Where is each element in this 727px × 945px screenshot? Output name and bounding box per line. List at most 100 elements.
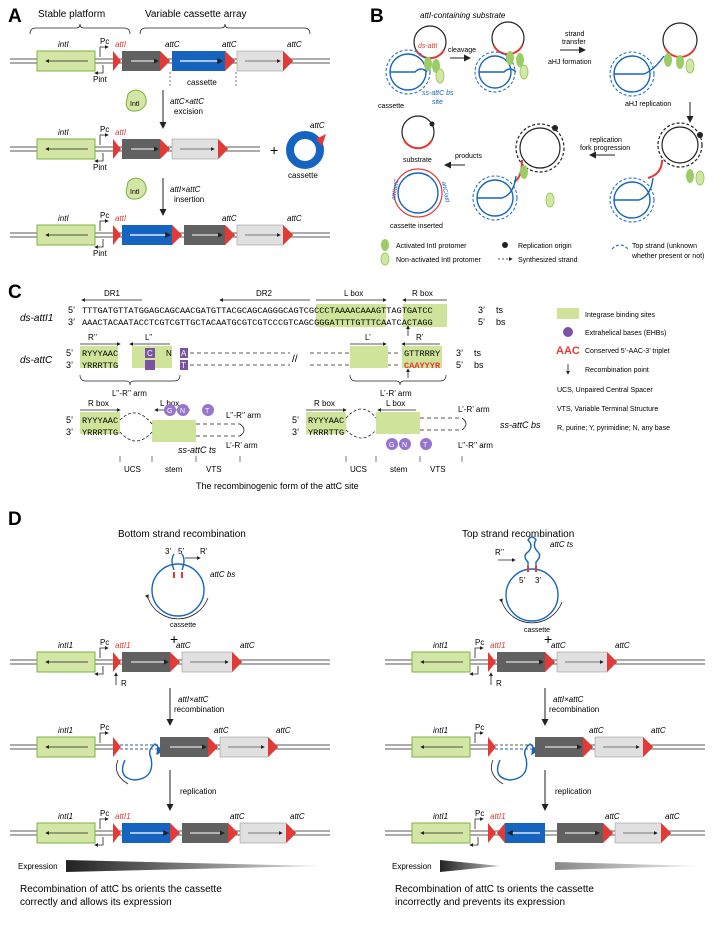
d-left-row-2: intI1 Pc attC attC: [10, 723, 330, 785]
legend-vts: VTS, Variable Terminal Structure: [557, 406, 658, 413]
d-left-recomb-2: recombination: [174, 705, 224, 714]
d-left-r-prime: R’: [200, 547, 208, 556]
d-right-recomb-2: recombination: [549, 705, 599, 714]
intI-protein-label-1: IntI: [130, 101, 140, 108]
ehb-g: G: [167, 408, 172, 415]
panel-b: B attI-containing substrate ds-attI cass…: [370, 6, 705, 266]
ehb-t-ss: T: [205, 408, 210, 415]
ucs-label-1: UCS: [124, 465, 141, 474]
intI-label: intI: [58, 40, 69, 49]
transfer-label: transfer: [562, 39, 586, 46]
ehb-t: T: [181, 361, 186, 370]
pc-label-3: Pc: [100, 211, 109, 220]
d-right-3: 3’: [535, 576, 541, 585]
ss-attC-ts: R box L box 5’ 3’ RYYYAAC YRRRTTG G N T …: [66, 399, 261, 474]
vts-label-2: VTS: [430, 465, 446, 474]
d-right-pc-2: Pc: [475, 723, 484, 732]
three-prime-3: 3’: [66, 360, 73, 370]
l-dprime-label: L’’: [145, 333, 153, 342]
attI-substrate-label: attI-containing substrate: [420, 11, 506, 20]
ehb-a: A: [181, 349, 187, 358]
cassette-label-b: cassette: [378, 103, 404, 110]
d-left-replication: replication: [180, 787, 216, 796]
ehb-n: N: [180, 408, 185, 415]
ss-bs-l-box: L box: [386, 399, 405, 408]
replication-fork-label-2: fork progression: [580, 145, 630, 152]
top-strand-title: Top strand recombination: [462, 529, 574, 540]
d-right-plus: +: [544, 631, 552, 647]
d-right-pc-3: Pc: [475, 809, 484, 818]
five-prime-4: 5’: [456, 360, 463, 370]
d-left-row-1: intI1 Pc attI1 R attC attC: [10, 638, 330, 688]
legend-rynote: R, purine; Y, pyrimidine; N, any base: [557, 425, 670, 432]
aac-symbol: AAC: [556, 345, 580, 357]
insertion-label-2: insertion: [174, 195, 204, 204]
cassette-label-circle: cassette: [288, 171, 318, 180]
ahj-formation-label: aHJ formation: [548, 59, 592, 66]
d-left-recomb-1: attI×attC: [178, 695, 209, 704]
panel-d: D Bottom strand recombination Top strand…: [8, 509, 705, 908]
d-left-pc-1: Pc: [100, 638, 109, 647]
attI-label-2: attI: [115, 128, 127, 137]
ss-attC-bs-label: ss-attC bs: [500, 420, 541, 430]
legend-synthesized: Synthesized strand: [518, 257, 578, 264]
ds-attC-label: ds-attC: [20, 355, 53, 366]
d-left-note-1: Recombination of attC bs orients the cas…: [20, 884, 222, 895]
attC-label-r3-1: attC: [222, 214, 237, 223]
five-prime-1: 5’: [68, 305, 75, 315]
panel-label-b: B: [370, 6, 384, 27]
attI-label-3: attI: [115, 214, 127, 223]
d-right-attI1-3: attI1: [490, 812, 506, 821]
ts-label-2: ts: [474, 348, 482, 358]
d-left-attC-4: attC: [276, 726, 291, 735]
l-box-highlight: [316, 304, 386, 327]
ehb-g-bs: G: [389, 442, 394, 449]
d-right-attC-6: attC: [665, 812, 680, 821]
d-right-attC-5: attC: [605, 812, 620, 821]
d-left-row-3: intI1 Pc attI1 attC attC Expression: [10, 809, 330, 872]
d-left-cassette: 3’ 5’ R’ attC bs cassette +: [145, 547, 235, 647]
d-left-expression: Expression: [18, 862, 58, 871]
attC-caption: The recombinogenic form of the attC site: [196, 481, 359, 491]
d-left-attI1-3: attI1: [115, 812, 131, 821]
ss-attC-label: ss-attC bs: [422, 90, 454, 97]
break-slash-1: //: [292, 354, 298, 365]
three-prime-6: 3’: [292, 427, 299, 437]
bottom-strand-title: Bottom strand recombination: [118, 529, 246, 540]
attC-label-r3-2: attC: [287, 214, 302, 223]
ds-attC: ds-attC R’’ L’’ 5’ 3’ RYYYAAC YRRRTTG C …: [20, 333, 484, 398]
cassette-label-a: cassette: [187, 78, 217, 87]
d-right-expression: Expression: [392, 862, 432, 871]
non-activated-protomer-icon: [380, 252, 390, 266]
panel-label-d: D: [8, 509, 22, 530]
excision-label-1: attC×attC: [170, 97, 204, 106]
d-left-pc-2: Pc: [100, 723, 109, 732]
b-products: substrate attI/attC attC/attI cassette i…: [390, 115, 450, 230]
arm-right-label: L’-R’ arm: [380, 389, 412, 398]
ss-bs-arm-left: L’’-R’’ arm: [458, 441, 493, 450]
legend-origin: Replication origin: [518, 243, 572, 250]
d-left-attC-bs: attC bs: [210, 570, 235, 579]
r-prime-label: R’: [416, 333, 424, 342]
legend-aac: Conserved 5’-AAC-3’ triplet: [585, 348, 670, 355]
ds-attI-label: ds-attI: [418, 43, 438, 50]
d-right-replication: replication: [555, 787, 591, 796]
ts-label-1: ts: [496, 305, 504, 315]
d-right-5: 5’: [519, 576, 525, 585]
excision-label-2: excision: [174, 107, 203, 116]
d-right-r: R: [496, 679, 502, 688]
dr1-label: DR1: [104, 289, 121, 298]
b-step-1: ds-attI cassette ss-attC bs site: [378, 25, 454, 110]
d-right-pc-1: Pc: [475, 638, 484, 647]
d-right-row-1: intI1 Pc attI1 R attC attC: [385, 638, 705, 688]
d-right-note-2: incorrectly and prevents its expression: [395, 897, 565, 908]
r-box-highlight: [403, 304, 447, 327]
ss-bs-top: RYYYAAC: [308, 416, 344, 426]
d-right-cassette-label: cassette: [524, 627, 550, 634]
pc-label: Pc: [100, 37, 109, 46]
d-left-5: 5’: [178, 547, 184, 556]
d-right-attC-2: attC: [615, 641, 630, 650]
intI-protein-1: [125, 89, 147, 112]
attC-right-top: GTTRRRY: [404, 349, 440, 359]
attI-site: [113, 51, 121, 71]
